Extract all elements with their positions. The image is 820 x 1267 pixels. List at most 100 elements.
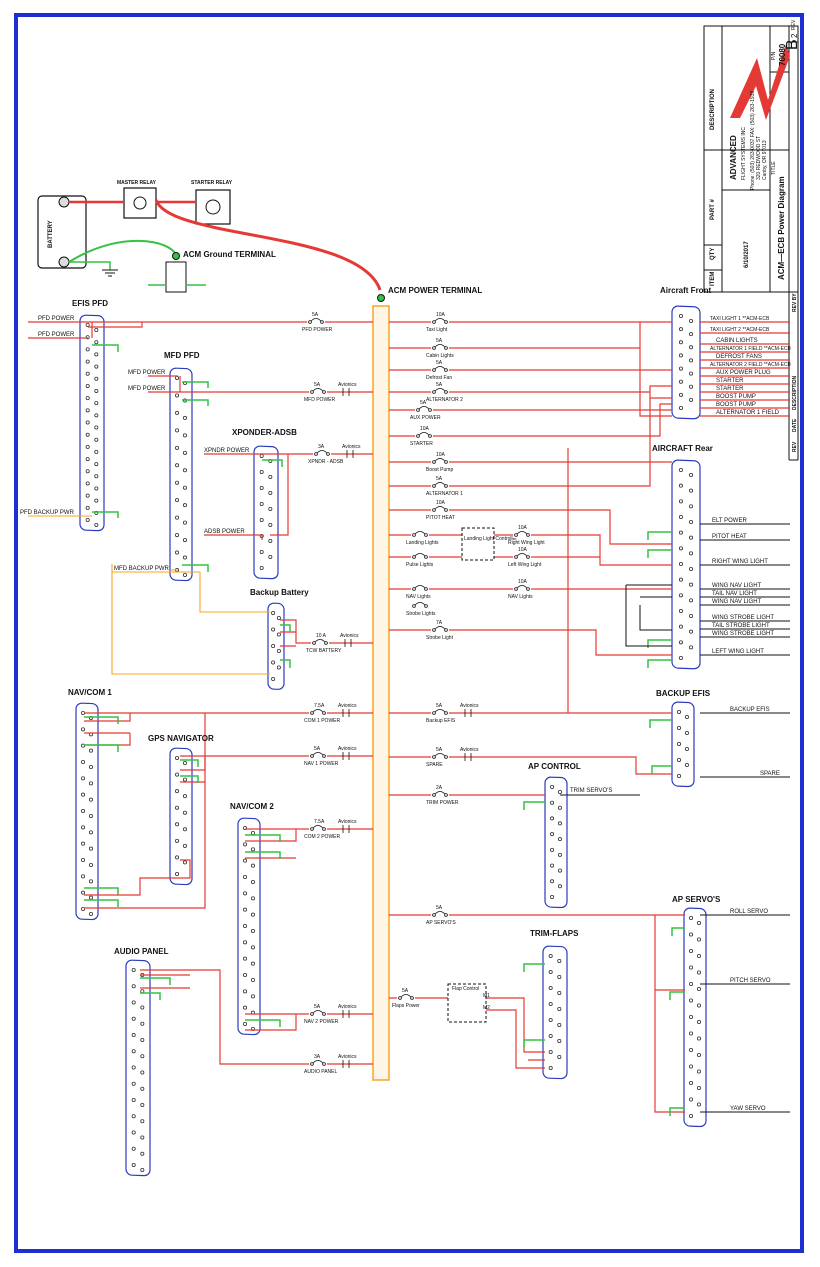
connector-pin bbox=[94, 523, 99, 528]
ap-servos-title: AP SERVO'S bbox=[672, 895, 721, 904]
connector-pin bbox=[140, 1070, 145, 1075]
connector-pin bbox=[696, 1003, 701, 1008]
connector-pin bbox=[81, 776, 86, 781]
breaker-contact bbox=[322, 711, 326, 715]
breaker-left_wing[interactable]: 10A Left Wing Light bbox=[508, 547, 542, 568]
connector-pin bbox=[182, 485, 187, 490]
breaker-label: Strobe Light bbox=[426, 635, 454, 641]
breaker-rating: 7.5A bbox=[314, 703, 325, 709]
mfd-pfd-connector bbox=[169, 367, 193, 582]
connector-pin bbox=[85, 505, 90, 510]
connector-pin bbox=[548, 954, 553, 959]
connector-pin bbox=[678, 366, 683, 371]
connector-pin bbox=[678, 640, 683, 645]
breaker-label: Left Wing Light bbox=[508, 562, 542, 568]
connector-pin bbox=[85, 383, 90, 388]
efis-pfd-title: EFIS PFD bbox=[72, 299, 108, 308]
breaker-contact bbox=[432, 460, 436, 464]
connector-pin bbox=[131, 1146, 136, 1151]
connector-pin bbox=[557, 884, 562, 889]
breaker-strobe_sw[interactable]: Strobe Lights bbox=[406, 602, 436, 618]
connector-pin bbox=[131, 1016, 136, 1021]
sheet-frame bbox=[14, 13, 804, 1253]
connector-pin bbox=[557, 790, 562, 795]
connector-pin bbox=[94, 388, 99, 393]
connector-pin bbox=[94, 474, 99, 479]
connector-pin bbox=[243, 940, 248, 945]
connector-pin bbox=[689, 551, 694, 556]
connector-pin bbox=[689, 1097, 694, 1102]
connector-pin bbox=[689, 332, 694, 337]
connector-pin bbox=[243, 973, 248, 978]
connector-pin bbox=[696, 937, 701, 942]
breaker-label: Pulse Lights bbox=[406, 562, 434, 568]
xpndr-power-label: XPNDR POWER bbox=[204, 448, 250, 454]
connector-pin bbox=[550, 816, 555, 821]
breaker-label: XPNDR - ADSB bbox=[308, 459, 344, 465]
connector-pin bbox=[175, 822, 180, 827]
breaker-contact bbox=[424, 555, 428, 559]
breaker-arc bbox=[434, 911, 446, 915]
breaker-rating: 5A bbox=[314, 1004, 321, 1010]
connector-pin bbox=[271, 611, 276, 616]
breaker-contact bbox=[310, 754, 314, 758]
connector-pin bbox=[175, 772, 180, 777]
connector-layer bbox=[75, 305, 707, 1177]
breaker-navlights[interactable]: NAV Lights bbox=[406, 585, 431, 601]
connector-pin bbox=[243, 858, 248, 863]
breaker-contact bbox=[432, 346, 436, 350]
connector-pin bbox=[250, 978, 255, 983]
breaker-label: Backup EFIS bbox=[426, 718, 456, 724]
mfd-power-label-2: MFD POWER bbox=[128, 386, 166, 392]
connector-pin bbox=[243, 956, 248, 961]
connector-pin bbox=[548, 986, 553, 991]
connector-pin bbox=[678, 624, 683, 629]
breaker-pulse[interactable]: Pulse Lights bbox=[406, 553, 434, 569]
front-wire-label: ALTERNATOR 1 FIELD **ACM-ECB bbox=[710, 346, 792, 352]
front-wire-label: CABIN LIGHTS bbox=[716, 338, 758, 344]
front-wire-label: ALTERNATOR 2 FIELD **ACM-ECB bbox=[710, 362, 792, 368]
breaker-label: AUX POWER bbox=[410, 415, 441, 421]
connector-pin bbox=[182, 794, 187, 799]
rear-wire-label: WING STROBE LIGHT bbox=[712, 631, 774, 637]
connector-pin bbox=[131, 1163, 136, 1168]
connector-pin bbox=[689, 949, 694, 954]
connector-pin bbox=[182, 415, 187, 420]
connector-pin bbox=[276, 649, 281, 654]
breaker-contact bbox=[310, 1062, 314, 1066]
breaker-landing[interactable]: Landing Lights bbox=[406, 531, 439, 547]
connector-pin bbox=[175, 515, 180, 520]
connector-pin bbox=[271, 627, 276, 632]
pitch-servo-label: PITCH SERVO bbox=[730, 978, 771, 984]
front-wire-label: TAXI LIGHT 2 **ACM-ECB bbox=[710, 327, 770, 333]
breaker-rating: 10A bbox=[518, 547, 528, 553]
connector-pin bbox=[550, 832, 555, 837]
